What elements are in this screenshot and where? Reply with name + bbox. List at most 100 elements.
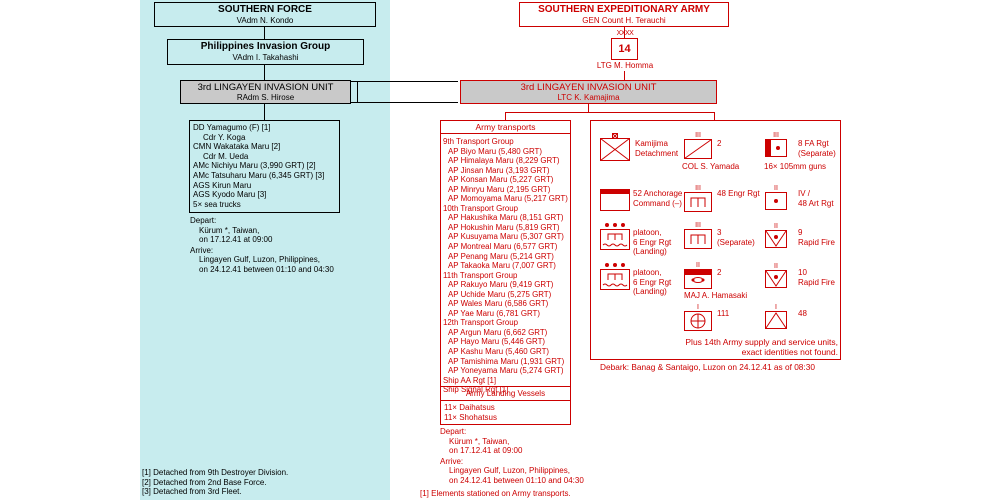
army-transport-line: AP Jinsan Maru (3,193 GRT): [448, 165, 550, 175]
liaison-line: [351, 81, 458, 82]
rf9-line: Rapid Fire: [798, 237, 835, 247]
army-transport-line: AP Kusuyama Maru (5,307 GRT): [448, 232, 564, 242]
army-connector: [714, 112, 715, 120]
navy-ship-line: 5× sea trucks: [193, 199, 241, 209]
navy-ship-line: AGS Kyodo Maru [3]: [193, 190, 267, 200]
navy-arrive-line: on 24.12.41 between 01:10 and 04:30: [199, 264, 334, 274]
fa-rgt-line: 8 FA Rgt: [798, 139, 829, 148]
navy-connector: [264, 27, 265, 39]
navy-lingayen-box: 3rd LINGAYEN INVASION UNIT RAdm S. Hiros…: [180, 80, 351, 104]
army-depart-line: Kürum *, Taiwan,: [449, 436, 510, 446]
svg-text:III: III: [695, 222, 701, 229]
u48-label: 48: [798, 309, 807, 318]
svg-text:II: II: [696, 262, 700, 269]
army-landing-line: 11× Daihatsus: [444, 403, 495, 412]
anchorage-line: Command (–): [633, 198, 682, 208]
army-landing-title: Army Landing Vessels: [441, 386, 570, 401]
southern-force-title: SOUTHERN FORCE: [218, 4, 312, 15]
svg-text:I: I: [697, 304, 699, 311]
anchorage-symbol: [600, 189, 630, 211]
army-transport-line: 10th Transport Group: [443, 203, 519, 213]
svg-text:II: II: [774, 223, 778, 230]
hamasaki-number: 2: [717, 268, 722, 277]
rf10-line: 10: [798, 268, 807, 277]
field-artillery-symbol: III: [765, 131, 787, 159]
army-transport-line: AP Uchide Maru (5,275 GRT): [448, 289, 552, 299]
army-14-echelon: XXXX: [616, 30, 634, 37]
army-connector: [505, 112, 506, 120]
navy-depart-line: Kürum *, Taiwan,: [199, 225, 260, 235]
southern-army-commander: GEN Count H. Terauchi: [582, 16, 666, 25]
svg-text:III: III: [695, 132, 701, 139]
navy-footnotes: [1] Detached from 9th Destroyer Division…: [142, 468, 288, 497]
southern-army-title: SOUTHERN EXPEDITIONARY ARMY: [538, 4, 710, 15]
navy-movement: Depart: Kürum *, Taiwan, on 17.12.41 at …: [190, 216, 334, 275]
infantry-regiment-symbol: III: [684, 131, 712, 159]
anchorage-line: 52 Anchorage: [633, 189, 683, 198]
engineer-regiment-symbol: III: [684, 221, 712, 249]
army-arrive-line: on 24.12.41 between 01:10 and 04:30: [449, 475, 584, 485]
fa-rgt-line: (Separate): [798, 148, 836, 158]
art48-line: 48 Art Rgt: [798, 198, 834, 208]
phil-group-box: Philippines Invasion Group VAdm I. Takah…: [167, 39, 364, 65]
army-transport-line: AP Wales Maru (6,586 GRT): [448, 299, 549, 309]
platoon2-line: 6 Engr Rgt: [633, 277, 672, 287]
navy-ship-line: Cdr Y. Koga: [203, 132, 246, 142]
army-transport-line: AP Yoneyama Maru (5,274 GRT): [448, 366, 564, 376]
army-transport-line: AP Biyo Maru (5,480 GRT): [448, 146, 542, 156]
kamijima-label: Kamijima Detachment: [635, 139, 678, 158]
svg-text:II: II: [774, 185, 778, 192]
army-landing-line: 11× Shohatsus: [444, 412, 498, 422]
phil-group-commander: VAdm I. Takahashi: [232, 53, 299, 62]
army-transport-line: 11th Transport Group: [443, 270, 518, 280]
army-movement: Depart: Kürum *, Taiwan, on 17.12.41 at …: [440, 427, 584, 486]
navy-lingayen-title: 3rd LINGAYEN INVASION UNIT: [197, 82, 334, 93]
army-footnote: [1] Elements stationed on Army transport…: [420, 489, 571, 498]
tank-symbol: II: [684, 261, 712, 289]
navy-ship-line: DD Yamagumo (F) [1]: [193, 123, 271, 132]
hamasaki-commander: MAJ A. Hamasaki: [684, 291, 748, 300]
army-transport-line: AP Penang Maru (5,214 GRT): [448, 251, 554, 261]
army-14-commander: LTG M. Homma: [596, 61, 654, 70]
army-connector: [505, 112, 714, 113]
army-arrive-line: Lingayen Gulf, Luzon, Philippines,: [449, 466, 570, 476]
rapid-fire-symbol: II: [765, 262, 787, 290]
army-transport-line: AP Himalaya Maru (8,229 GRT): [448, 156, 560, 166]
army-connector: [624, 27, 625, 39]
art48-line: IV /: [798, 189, 811, 198]
army-transport-line: Ship Signal Rgt [1]: [443, 385, 509, 395]
anti-tank-symbol: I: [765, 303, 787, 331]
navy-ship-line: Cdr M. Ueda: [203, 151, 249, 161]
army-transport-line: 12th Transport Group: [443, 318, 519, 328]
southern-force-box: SOUTHERN FORCE VAdm N. Kondo: [154, 2, 376, 27]
army-14-number: 14: [618, 43, 631, 55]
army-transport-line: AP Montreal Maru (6,577 GRT): [448, 242, 558, 252]
army-transports-title: Army transports: [441, 121, 570, 134]
navy-ship-line: AMc Nichiyu Maru (3,990 GRT) [2]: [193, 161, 316, 171]
liaison-line: [351, 102, 458, 103]
kamijima-line: Kamijima: [635, 139, 668, 148]
svg-text:II: II: [774, 263, 778, 270]
army-transport-line: AP Argun Maru (6,662 GRT): [448, 327, 548, 337]
army-connector: [624, 71, 625, 80]
sep3-label: 3 (Separate): [717, 228, 755, 247]
liaison-line: [357, 81, 358, 102]
navy-ship-line: AMc Tatsuharu Maru (6,345 GRT) [3]: [193, 170, 325, 180]
art48-label: IV / 48 Art Rgt: [798, 189, 834, 208]
sep3-line: (Separate): [717, 237, 755, 247]
kamijima-line: Detachment: [635, 148, 679, 158]
army-transport-line: Ship AA Rgt [1]: [443, 375, 497, 385]
army-transport-line: AP Momoyama Maru (5,217 GRT): [448, 194, 568, 204]
plus-note-line: Plus 14th Army supply and service units,: [685, 337, 838, 347]
army-transport-line: AP Konsan Maru (5,227 GRT): [448, 175, 554, 185]
navy-ship-line: AGS Kirun Maru: [193, 180, 252, 190]
army-transport-line: AP Kashu Maru (5,460 GRT): [448, 347, 550, 357]
navy-connector: [264, 104, 265, 120]
platoon2-line: platoon,: [633, 268, 662, 277]
army-depart-label: Depart:: [440, 427, 467, 436]
army-depart-line: on 17.12.41 at 09:00: [449, 446, 523, 456]
